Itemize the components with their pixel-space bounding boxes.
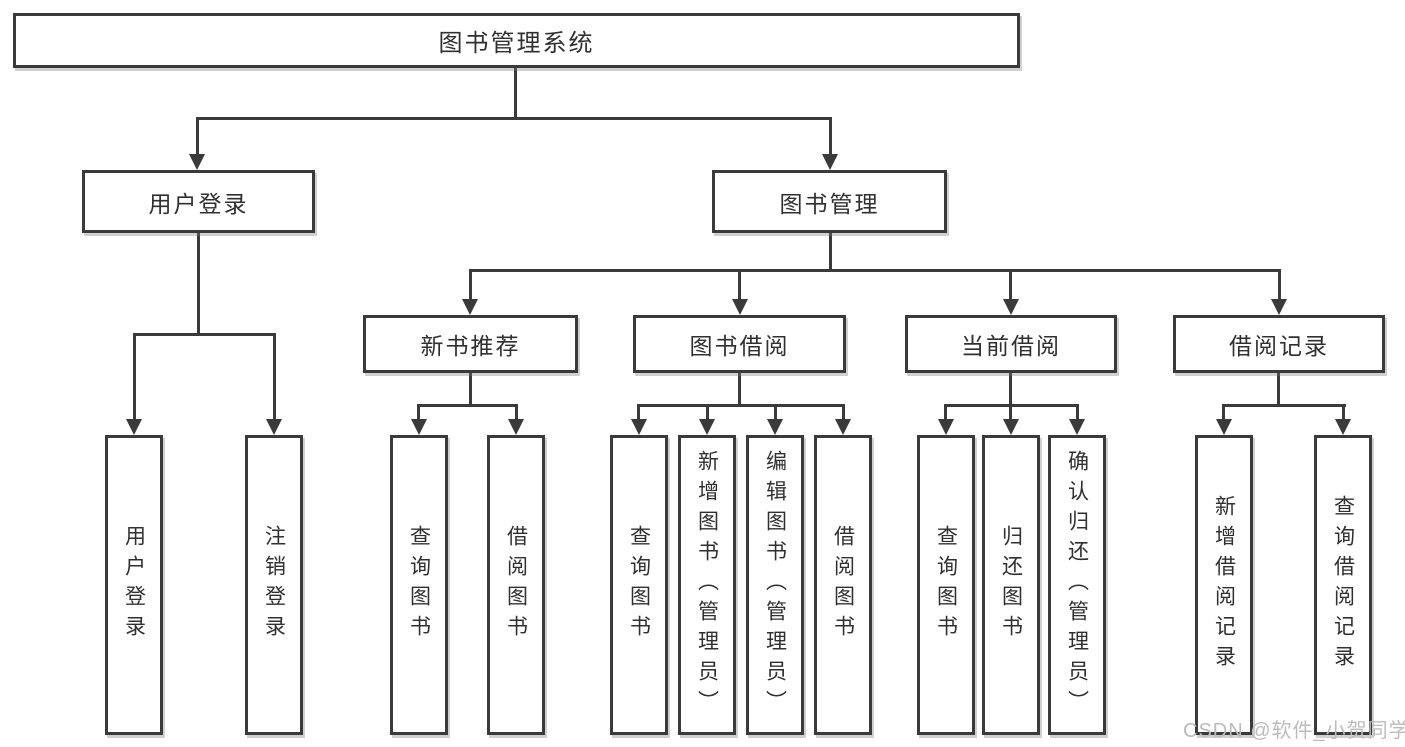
leaf-bb-query-label: 查询图书 [627,525,651,645]
arrow-down-icon [462,299,478,315]
connector-user-login-branch [133,333,276,336]
connector-current-borrow-stem [1009,373,1012,406]
leaf-cb-return-label: 归还图书 [999,525,1023,645]
connector-root-branch [196,117,832,120]
leaf-bb-query: 查询图书 [610,435,668,735]
arrow-down-icon [1003,419,1019,435]
arrow-down-icon [126,419,142,435]
node-book-borrow-label: 图书借阅 [689,333,790,359]
connector-borrow-record-stem [1277,373,1280,406]
node-borrow-record: 借阅记录 [1173,315,1385,373]
arrow-down-icon [822,154,838,170]
arrow-down-icon [1271,299,1287,315]
connector-drop-nb-query [417,404,420,419]
connector-drop-leaf-logout [273,333,276,419]
connector-new-book-branch [417,404,518,407]
arrow-down-icon [938,419,954,435]
node-book-mgmt-label: 图书管理 [779,190,880,217]
connector-drop-bb-add [706,404,709,419]
connector-drop-book-mgmt [829,117,832,154]
arrow-down-icon [1003,299,1019,315]
node-book-borrow: 图书借阅 [633,315,846,373]
arrow-down-icon [411,419,427,435]
arrow-down-icon [699,419,715,435]
arrow-down-icon [767,419,783,435]
leaf-user-login-label: 用户登录 [122,525,146,645]
arrow-down-icon [1335,419,1351,435]
arrow-down-icon [732,299,748,315]
connector-drop-bb-borrow [842,404,845,419]
arrow-down-icon [1069,419,1085,435]
connector-drop-leaf-user-login [133,333,136,419]
leaf-logout-label: 注销登录 [262,525,286,645]
leaf-bb-borrow: 借阅图书 [814,435,872,735]
leaf-logout: 注销登录 [245,435,303,735]
node-borrow-record-label: 借阅记录 [1229,333,1329,359]
leaf-bb-add-label: 新增图书（管理员） [695,450,719,720]
connector-book-borrow-stem [738,373,741,406]
leaf-cb-confirm-label: 确认归还（管理员） [1065,450,1089,720]
leaf-br-add-label: 新增借阅记录 [1212,495,1236,675]
connector-drop-current-borrow [1009,269,1012,299]
connector-drop-new-book [469,269,472,299]
leaf-nb-borrow-label: 借阅图书 [504,525,528,645]
node-current-borrow: 当前借阅 [905,315,1117,373]
leaf-bb-edit-label: 编辑图书（管理员） [763,450,787,720]
connector-drop-bb-edit [774,404,777,419]
leaf-br-query: 查询借阅记录 [1314,435,1372,735]
connector-drop-br-add [1222,404,1225,419]
connector-user-login-stem [197,233,200,335]
arrow-down-icon [835,419,851,435]
node-user-login: 用户登录 [82,170,315,233]
node-user-login-label: 用户登录 [148,190,249,217]
connector-drop-user-login [196,117,199,154]
connector-drop-cb-confirm [1076,404,1079,419]
leaf-bb-borrow-label: 借阅图书 [831,525,855,645]
node-current-borrow-label: 当前借阅 [961,333,1061,359]
connector-drop-br-query [1342,404,1345,419]
leaf-bb-add: 新增图书（管理员） [678,435,736,735]
arrow-down-icon [631,419,647,435]
leaf-nb-borrow: 借阅图书 [487,435,545,735]
leaf-nb-query-label: 查询图书 [407,525,431,645]
connector-drop-cb-return [1009,404,1012,419]
arrow-down-icon [266,419,282,435]
leaf-cb-query-label: 查询图书 [934,525,958,645]
connector-drop-bb-query [637,404,640,419]
connector-drop-book-borrow [738,269,741,299]
node-book-mgmt: 图书管理 [712,170,947,233]
node-new-book-label: 新书推荐 [420,333,521,359]
connector-drop-cb-query [944,404,947,419]
arrow-down-icon [508,419,524,435]
leaf-nb-query: 查询图书 [390,435,448,735]
leaf-user-login: 用户登录 [105,435,163,735]
node-root: 图书管理系统 [13,13,1020,68]
leaf-cb-query: 查询图书 [917,435,975,735]
connector-book-mgmt-stem [829,233,832,272]
arrow-down-icon [189,154,205,170]
connector-drop-nb-borrow [515,404,518,419]
leaf-bb-edit: 编辑图书（管理员） [746,435,804,735]
connector-book-borrow-branch [637,404,845,407]
connector-root-stem [514,68,517,120]
csdn-watermark: CSDN @软件_小贺同学 [1183,720,1405,742]
connector-borrow-record-branch [1222,404,1346,407]
node-root-label: 图书管理系统 [438,30,595,57]
leaf-cb-return: 归还图书 [982,435,1040,735]
leaf-br-query-label: 查询借阅记录 [1331,495,1355,675]
connector-new-book-stem [469,373,472,406]
leaf-cb-confirm: 确认归还（管理员） [1048,435,1106,735]
connector-drop-borrow-record [1278,269,1281,299]
node-new-book: 新书推荐 [363,315,578,373]
leaf-br-add: 新增借阅记录 [1195,435,1253,735]
connector-book-mgmt-branch [469,269,1281,272]
arrow-down-icon [1216,419,1232,435]
